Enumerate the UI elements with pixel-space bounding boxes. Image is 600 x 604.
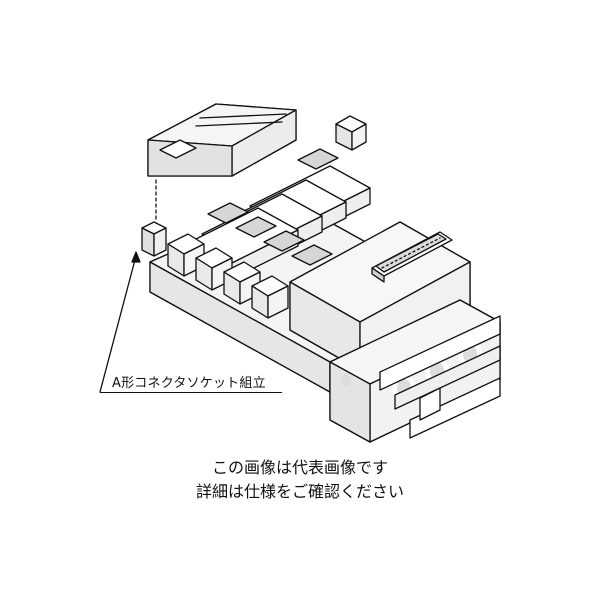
callout-label: A形コネクタソケット組立 [112,376,266,391]
solenoid-2 [195,247,233,291]
top-connector [335,115,367,151]
exploded-valve [147,103,297,177]
callout-underline [100,392,282,393]
dsub-connector [371,231,453,283]
solenoid-4 [251,275,289,319]
din-rail [379,315,501,439]
connector-covers [207,148,339,266]
caption: この画像は代表画像です 詳細は仕様をご確認ください [0,456,600,504]
caption-line-1: この画像は代表画像です [211,458,388,477]
valve-stations [167,148,371,319]
callout-leader [99,251,141,393]
connector-socket-assembly [141,179,167,257]
caption-line-2: 詳細は仕様をご確認ください [195,482,404,501]
